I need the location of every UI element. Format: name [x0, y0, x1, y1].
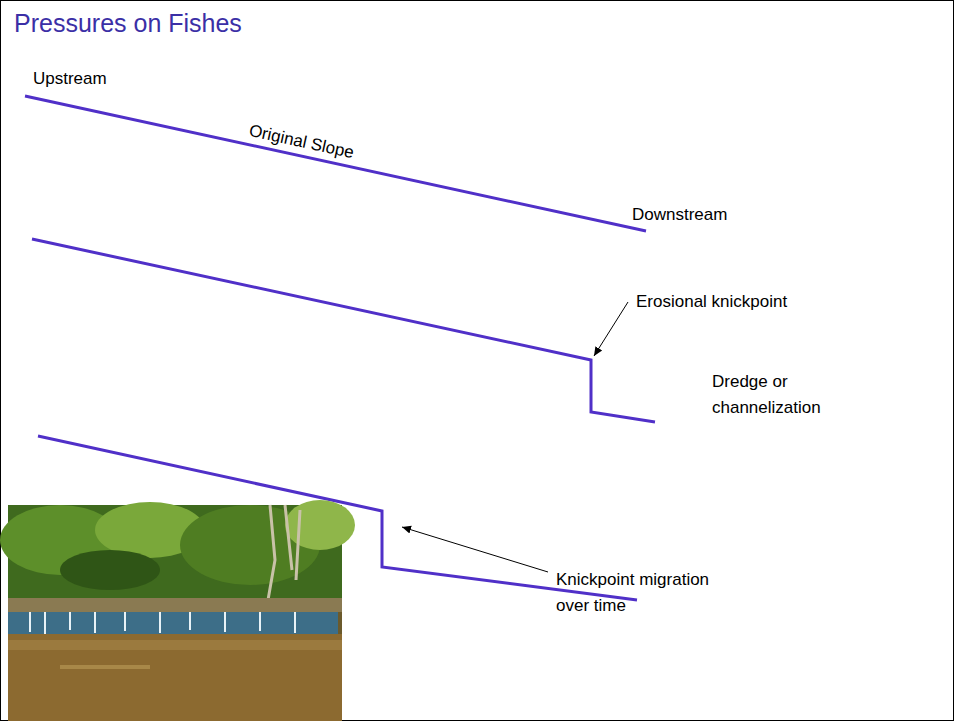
- original-slope-line: [25, 96, 646, 231]
- callout-label: Dredge or channelization: [712, 369, 837, 420]
- stream-profiles: [25, 96, 655, 600]
- callout-label: Erosional knickpoint: [636, 289, 787, 315]
- slope-label: Original Slope: [247, 118, 357, 166]
- end-label: Upstream: [33, 66, 107, 92]
- slide-title: Pressures on Fishes: [14, 8, 242, 38]
- callout-label: Knickpoint migration over time: [556, 567, 738, 618]
- leader-arrow: [402, 527, 548, 572]
- knickpoint-profile: [32, 239, 655, 422]
- leader-arrow: [594, 302, 628, 356]
- end-label: Downstream: [632, 202, 727, 228]
- stream-photo: [0, 500, 355, 721]
